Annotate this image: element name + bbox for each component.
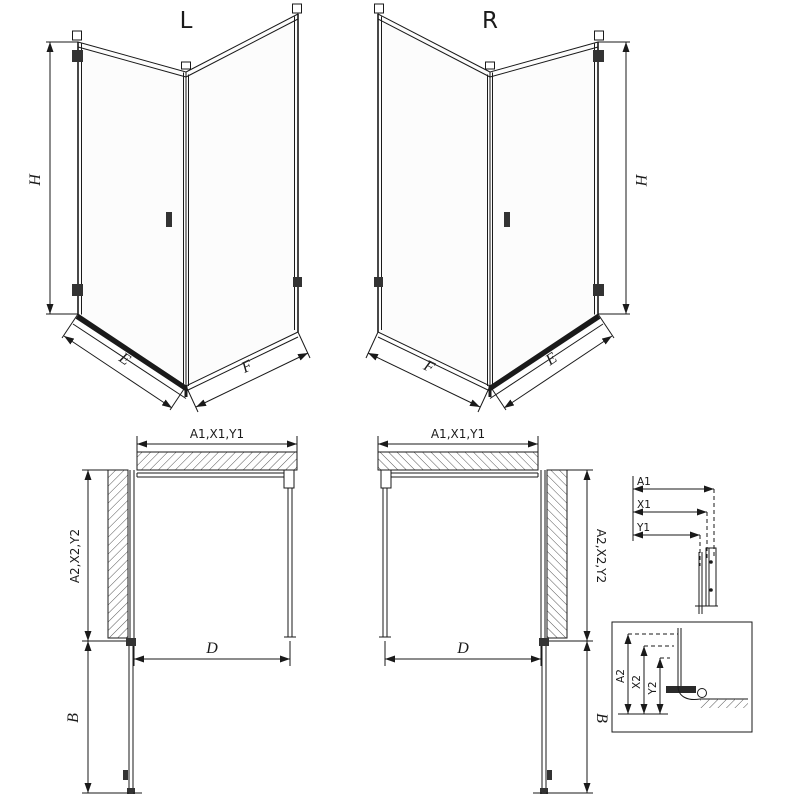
- plan-view-right: A1,X1,Y1 A2,X2,Y2 D B: [378, 427, 610, 794]
- detail-depth-geometry: [611, 621, 753, 733]
- plan-right-top-dim-label: A1,X1,Y1: [431, 427, 485, 441]
- plan-left-door-dim-label: B: [65, 713, 82, 723]
- detail-a2-label: A2: [615, 669, 627, 683]
- detail-depth-adjustment: A2 X2 Y2: [611, 621, 753, 733]
- detail-border-box: [611, 621, 753, 733]
- unit-3d-left: L H E F: [27, 4, 310, 412]
- tray-lip: [677, 685, 701, 700]
- unit-left-height-label: H: [27, 173, 44, 187]
- plan-left-top-dim-label: A1,X1,Y1: [190, 427, 244, 441]
- unit-left-fixed-side-label: F: [238, 357, 255, 377]
- screw: [709, 588, 713, 592]
- detail-y2-label: Y2: [647, 681, 659, 695]
- plan-right-door-dim-label: B: [593, 713, 610, 723]
- unit-3d-left-geometry: [46, 4, 310, 412]
- screw: [709, 560, 713, 564]
- unit-3d-right-geometry: [366, 4, 630, 412]
- floor-hatched: [700, 699, 748, 708]
- plan-right-opening-dim-label: D: [456, 640, 469, 657]
- sill-profile: [666, 686, 696, 693]
- unit-right-label: R: [482, 8, 498, 34]
- detail-width-adjustment: A1 X1 Y1: [632, 476, 718, 614]
- plan-left-opening-dim-label: D: [205, 640, 218, 657]
- unit-right-height-label: H: [632, 173, 649, 187]
- plan-left-geometry: [82, 436, 297, 794]
- unit-right-fixed-side-label: F: [420, 357, 437, 377]
- detail-width-geometry: [632, 476, 718, 614]
- detail-x1-label: X1: [637, 499, 651, 511]
- plan-right-side-dim-label: A2,X2,Y2: [594, 529, 608, 583]
- detail-y1-label: Y1: [636, 522, 650, 534]
- plan-view-left: A1,X1,Y1 A2,X2,Y2 D B: [65, 427, 297, 794]
- detail-x2-label: X2: [631, 675, 643, 689]
- unit-3d-right: R H F E: [366, 4, 649, 412]
- plan-right-geometry: [378, 436, 593, 794]
- bulb-seal: [697, 688, 707, 698]
- detail-a1-label: A1: [637, 476, 651, 488]
- plan-left-side-dim-label: A2,X2,Y2: [68, 529, 82, 583]
- unit-left-label: L: [180, 8, 193, 34]
